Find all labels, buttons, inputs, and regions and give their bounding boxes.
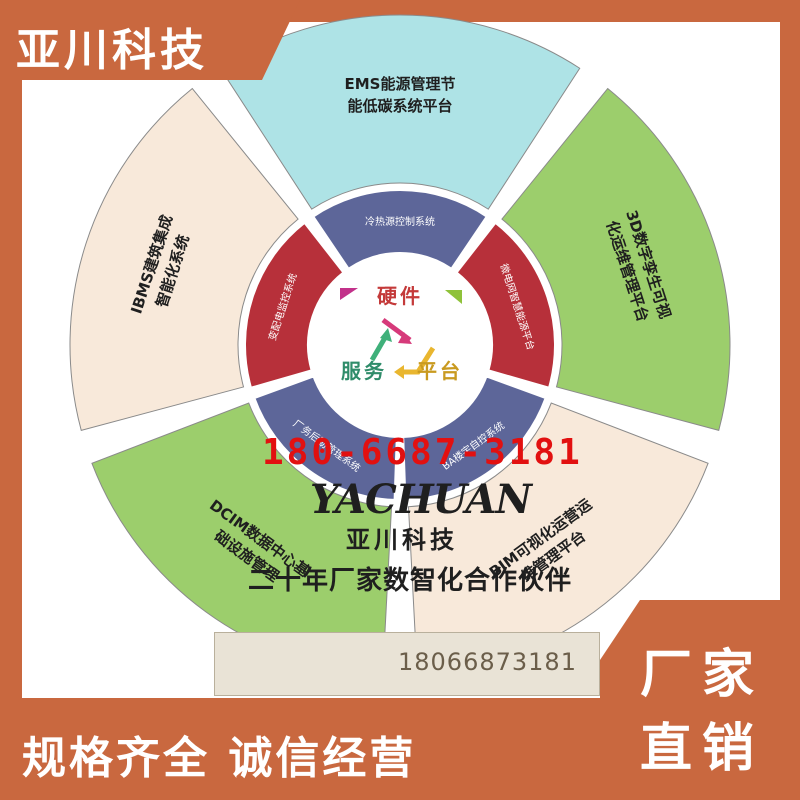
hotline-number: 180-6687-3181 xyxy=(262,432,583,473)
outer-segment-b xyxy=(501,87,731,432)
center-top-label: 硬件 xyxy=(377,284,423,308)
center-left-label: 服务 xyxy=(341,359,387,383)
direct-sale-badge xyxy=(600,600,800,800)
brand-tab xyxy=(0,0,300,80)
badge-line1: 厂家 xyxy=(640,645,765,705)
slogan: 规格齐全 诚信经营 xyxy=(22,733,417,784)
outer-segment-a xyxy=(219,14,581,210)
brand-title: 亚川科技 xyxy=(16,25,208,76)
badge-line2: 直销 xyxy=(640,719,765,779)
inner-label-a: 冷热源控制系统 xyxy=(365,215,435,228)
center-hub: 硬件 服务 平台 xyxy=(308,253,492,437)
phone-box xyxy=(214,632,600,696)
phone-box-number: 18066873181 xyxy=(398,648,577,676)
outer-ring: EMS能源管理节能低碳系统平台3D数字孪生可视化运维管理平台BIM可视化运营运维… xyxy=(69,14,731,676)
recycle-triangle-icon xyxy=(340,288,462,379)
center-right-label: 平台 xyxy=(417,359,463,383)
company-logo: YACHUAN xyxy=(310,476,532,523)
center-circle xyxy=(308,253,492,437)
outer-label-a: EMS能源管理节 xyxy=(345,75,456,93)
tagline: 二十年厂家数智化合作伙伴 xyxy=(248,566,573,596)
outer-segment-e xyxy=(69,87,299,432)
company-name: 亚川科技 xyxy=(346,526,458,554)
outer-label-a-line2: 能低碳系统平台 xyxy=(347,97,452,115)
